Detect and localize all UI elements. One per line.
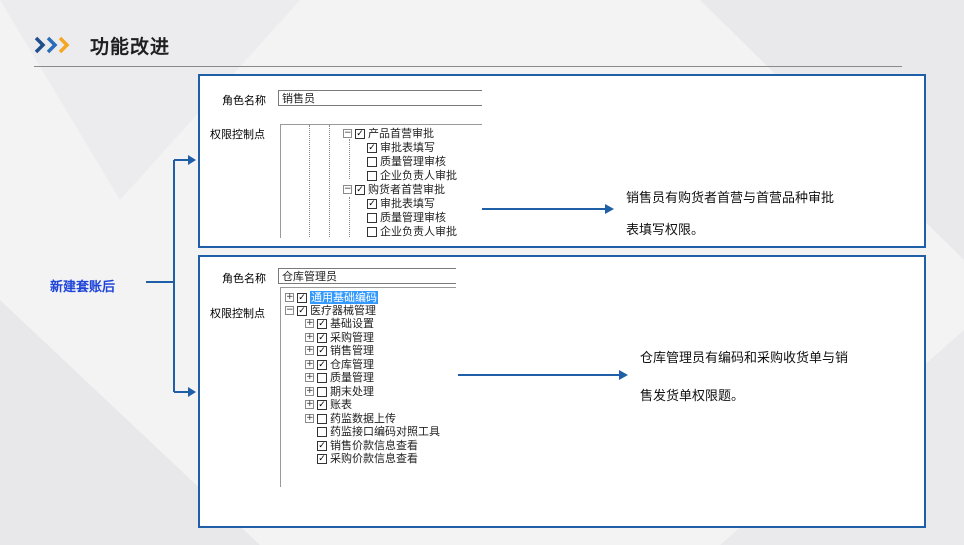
role-name-field[interactable]: 销售员 <box>278 90 482 106</box>
tree-node-label: 质量管理审核 <box>380 155 446 168</box>
tree-node-label: 期末处理 <box>330 385 374 398</box>
tree-node-label: 销售管理 <box>330 344 374 357</box>
tree-node-label: 审批表填写 <box>380 197 435 210</box>
tree-checkbox[interactable]: ✓ <box>355 128 365 139</box>
permission-label: 权限控制点 <box>210 307 265 320</box>
tree-node-label: 销售价款信息查看 <box>330 439 418 452</box>
tree-node-label: 基础设置 <box>330 317 374 330</box>
tree-node[interactable]: 企业负责人审批 <box>367 225 457 238</box>
annotation-salesperson-line2: 表填写权限。 <box>626 223 705 238</box>
tree-checkbox[interactable]: ✓ <box>297 292 307 303</box>
page-title: 功能改进 <box>90 35 171 58</box>
expand-icon[interactable]: + <box>305 345 314 355</box>
tree-checkbox[interactable] <box>367 226 377 237</box>
panel-salesperson: 角色名称 销售员 权限控制点 −✓产品首营审批✓审批表填写质量管理审核企业负责人… <box>198 74 926 248</box>
tree-checkbox[interactable]: ✓ <box>317 318 327 329</box>
collapse-icon[interactable]: − <box>343 184 352 194</box>
tree-checkbox[interactable]: ✓ <box>367 198 377 209</box>
permission-label: 权限控制点 <box>210 128 265 141</box>
tree-node[interactable]: 药监接口编码对照工具 <box>317 425 440 438</box>
tree-node-label: 质量管理 <box>330 371 374 384</box>
collapse-icon[interactable]: − <box>285 305 294 315</box>
panel-warehouse-manager: 角色名称 仓库管理员 权限控制点 +✓通用基础编码−✓医疗器械管理+✓基础设置+… <box>198 255 926 528</box>
tree-checkbox[interactable] <box>317 413 327 424</box>
tree-node-label: 企业负责人审批 <box>380 169 457 182</box>
annotation-warehouse-line1: 仓库管理员有编码和采购收货单与销 <box>640 351 849 366</box>
expand-icon[interactable]: + <box>305 359 314 369</box>
expand-icon[interactable]: + <box>305 332 314 342</box>
tree-checkbox[interactable]: ✓ <box>355 184 365 195</box>
tree-node-label: 审批表填写 <box>380 141 435 154</box>
tree-node[interactable]: 企业负责人审批 <box>367 169 457 182</box>
permission-tree[interactable]: +✓通用基础编码−✓医疗器械管理+✓基础设置+✓采购管理+✓销售管理+✓仓库管理… <box>280 287 456 487</box>
expand-icon[interactable]: + <box>305 399 314 409</box>
tree-node[interactable]: ✓审批表填写 <box>367 197 435 210</box>
tree-node[interactable]: 质量管理审核 <box>367 211 446 224</box>
expand-icon[interactable]: + <box>305 318 314 328</box>
tree-node-label: 采购价款信息查看 <box>330 452 418 465</box>
tree-node[interactable]: −✓产品首营审批 <box>343 127 434 140</box>
expand-icon[interactable]: + <box>305 372 314 382</box>
tree-checkbox[interactable] <box>317 372 327 383</box>
tree-checkbox[interactable]: ✓ <box>317 399 327 410</box>
tree-checkbox[interactable]: ✓ <box>317 359 327 370</box>
tree-node[interactable]: +✓仓库管理 <box>305 358 374 371</box>
triple-chevron-icon <box>34 36 70 54</box>
tree-node-label: 药监接口编码对照工具 <box>330 425 440 438</box>
tree-node[interactable]: +✓销售管理 <box>305 344 374 357</box>
tree-node-label: 账表 <box>330 398 352 411</box>
tree-node-label: 产品首营审批 <box>368 127 434 140</box>
tree-node-label: 购货者首营审批 <box>368 183 445 196</box>
tree-node[interactable]: + 药监数据上传 <box>305 412 396 425</box>
tree-node[interactable]: +✓采购管理 <box>305 331 374 344</box>
tree-checkbox[interactable] <box>317 386 327 397</box>
tree-node[interactable]: +✓账表 <box>305 398 352 411</box>
tree-node[interactable]: +✓通用基础编码 <box>285 291 378 304</box>
tree-checkbox[interactable] <box>367 212 377 223</box>
tree-node-label: 采购管理 <box>330 331 374 344</box>
collapse-icon[interactable]: − <box>343 128 352 138</box>
annotation-warehouse-line2: 售发货单权限题。 <box>640 389 745 404</box>
tree-checkbox[interactable]: ✓ <box>297 305 307 316</box>
annotation-salesperson-line1: 销售员有购货者首营与首营品种审批 <box>626 191 835 206</box>
tree-checkbox[interactable]: ✓ <box>367 142 377 153</box>
tree-node[interactable]: −✓购货者首营审批 <box>343 183 445 196</box>
side-label: 新建套账后 <box>50 280 116 295</box>
tree-checkbox[interactable]: ✓ <box>317 440 327 451</box>
permission-tree[interactable]: −✓产品首营审批✓审批表填写质量管理审核企业负责人审批−✓购货者首营审批✓审批表… <box>280 124 482 238</box>
tree-node[interactable]: + 质量管理 <box>305 371 374 384</box>
tree-node[interactable]: ✓销售价款信息查看 <box>317 439 418 452</box>
header: 功能改进 <box>34 30 170 60</box>
tree-checkbox[interactable] <box>317 426 327 437</box>
tree-checkbox[interactable]: ✓ <box>317 345 327 356</box>
tree-node-label: 药监数据上传 <box>330 412 396 425</box>
tree-node[interactable]: −✓医疗器械管理 <box>285 304 376 317</box>
tree-node[interactable]: + 期末处理 <box>305 385 374 398</box>
expand-icon[interactable]: + <box>305 386 314 396</box>
tree-node-label: 企业负责人审批 <box>380 225 457 238</box>
tree-node[interactable]: ✓审批表填写 <box>367 141 435 154</box>
tree-node[interactable]: 质量管理审核 <box>367 155 446 168</box>
header-divider <box>34 66 902 67</box>
role-name-field[interactable]: 仓库管理员 <box>278 268 456 284</box>
tree-checkbox[interactable] <box>367 170 377 181</box>
role-name-label: 角色名称 <box>222 94 266 107</box>
expand-icon[interactable]: + <box>305 413 314 423</box>
tree-node-label: 质量管理审核 <box>380 211 446 224</box>
tree-node[interactable]: +✓基础设置 <box>305 317 374 330</box>
tree-checkbox[interactable]: ✓ <box>317 453 327 464</box>
tree-checkbox[interactable]: ✓ <box>317 332 327 343</box>
tree-checkbox[interactable] <box>367 156 377 167</box>
tree-node[interactable]: ✓采购价款信息查看 <box>317 452 418 465</box>
expand-icon[interactable]: + <box>285 292 294 302</box>
tree-node-label: 仓库管理 <box>330 358 374 371</box>
tree-node-label: 医疗器械管理 <box>310 304 376 317</box>
tree-node-label: 通用基础编码 <box>310 291 378 304</box>
role-name-label: 角色名称 <box>222 272 266 285</box>
